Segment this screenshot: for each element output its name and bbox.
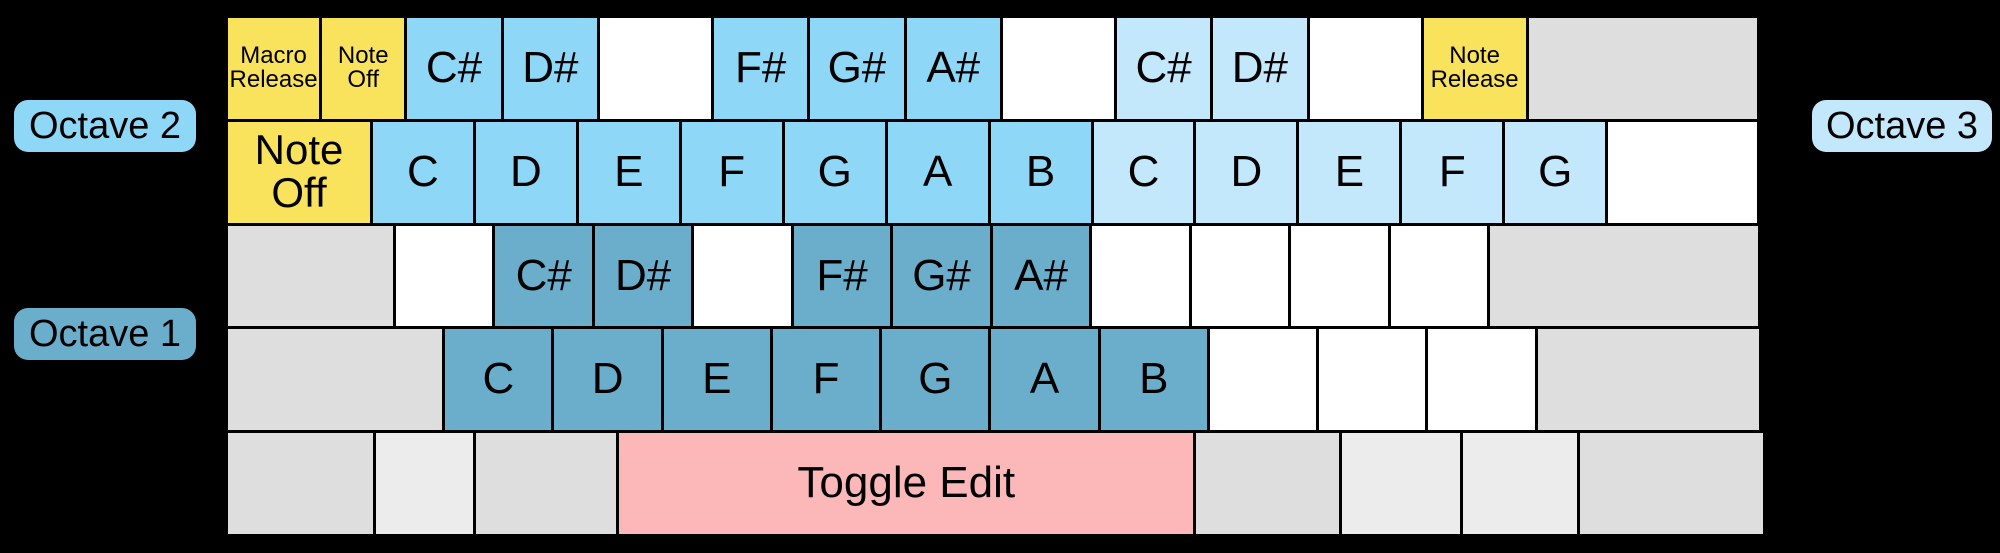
key-gsharp[interactable]: G# bbox=[891, 223, 992, 329]
key-macro-release[interactable]: Macro Release bbox=[226, 16, 322, 121]
key-toggle-edit[interactable]: Toggle Edit bbox=[617, 431, 1196, 536]
key-note-release[interactable]: Note Release bbox=[1421, 16, 1528, 121]
key-blank-2-9[interactable] bbox=[1189, 223, 1291, 329]
keyboard-row-home-row: C#D# F#G#A# bbox=[226, 223, 1773, 329]
key-blank-4-7[interactable] bbox=[1578, 431, 1765, 536]
key-g[interactable]: G bbox=[1503, 119, 1608, 225]
key-g[interactable]: G bbox=[880, 327, 991, 433]
key-blank-2-12[interactable] bbox=[1488, 223, 1760, 329]
key-blank-4-4[interactable] bbox=[1194, 431, 1341, 536]
octave-1-badge: Octave 1 bbox=[14, 308, 196, 360]
key-a[interactable]: A bbox=[989, 327, 1100, 433]
key-blank-4-5[interactable] bbox=[1339, 431, 1463, 536]
key-blank-2-0[interactable] bbox=[226, 223, 395, 329]
key-dsharp[interactable]: D# bbox=[501, 16, 599, 121]
octave-3-badge: Octave 3 bbox=[1812, 100, 1992, 152]
key-blank-2-4[interactable] bbox=[692, 223, 793, 329]
key-csharp[interactable]: C# bbox=[1114, 16, 1213, 121]
key-asharp[interactable]: A# bbox=[904, 16, 1002, 121]
key-blank-0-4[interactable] bbox=[597, 16, 713, 121]
key-note-off[interactable]: Note Off bbox=[320, 16, 407, 121]
key-blank-3-11[interactable] bbox=[1535, 327, 1761, 433]
key-csharp[interactable]: C# bbox=[405, 16, 503, 121]
key-csharp[interactable]: C# bbox=[493, 223, 594, 329]
key-f[interactable]: F bbox=[770, 327, 882, 433]
key-blank-2-10[interactable] bbox=[1289, 223, 1390, 329]
key-b[interactable]: B bbox=[1098, 327, 1209, 433]
key-blank-4-6[interactable] bbox=[1461, 431, 1580, 536]
key-d[interactable]: D bbox=[552, 327, 663, 433]
key-blank-2-1[interactable] bbox=[393, 223, 495, 329]
key-dsharp[interactable]: D# bbox=[592, 223, 694, 329]
key-blank-3-10[interactable] bbox=[1426, 327, 1537, 433]
key-gsharp[interactable]: G# bbox=[808, 16, 906, 121]
key-blank-4-1[interactable] bbox=[373, 431, 476, 536]
key-dsharp[interactable]: D# bbox=[1211, 16, 1309, 121]
key-asharp[interactable]: A# bbox=[990, 223, 1092, 329]
key-d[interactable]: D bbox=[1194, 119, 1299, 225]
key-blank-1-13[interactable] bbox=[1606, 119, 1759, 225]
key-c[interactable]: C bbox=[443, 327, 554, 433]
key-e[interactable]: E bbox=[576, 119, 681, 225]
key-g[interactable]: G bbox=[782, 119, 887, 225]
key-blank-3-8[interactable] bbox=[1207, 327, 1319, 433]
key-f[interactable]: F bbox=[1400, 119, 1505, 225]
key-blank-3-0[interactable] bbox=[226, 327, 445, 433]
key-blank-2-11[interactable] bbox=[1388, 223, 1490, 329]
key-blank-0-13[interactable] bbox=[1526, 16, 1759, 121]
key-c[interactable]: C bbox=[1091, 119, 1196, 225]
key-blank-3-9[interactable] bbox=[1317, 327, 1428, 433]
key-fsharp[interactable]: F# bbox=[711, 16, 810, 121]
key-f[interactable]: F bbox=[679, 119, 784, 225]
key-e[interactable]: E bbox=[1297, 119, 1402, 225]
key-blank-4-0[interactable] bbox=[226, 431, 375, 536]
key-a[interactable]: A bbox=[885, 119, 990, 225]
key-fsharp[interactable]: F# bbox=[791, 223, 893, 329]
keyboard-row-space-row: Toggle Edit bbox=[226, 431, 1773, 536]
key-blank-0-8[interactable] bbox=[1000, 16, 1116, 121]
key-blank-4-2[interactable] bbox=[474, 431, 619, 536]
key-blank-2-8[interactable] bbox=[1090, 223, 1191, 329]
key-e[interactable]: E bbox=[661, 327, 772, 433]
key-d[interactable]: D bbox=[473, 119, 578, 225]
key-blank-0-11[interactable] bbox=[1307, 16, 1423, 121]
octave-2-badge: Octave 2 bbox=[14, 100, 196, 152]
key-c[interactable]: C bbox=[370, 119, 475, 225]
key-b[interactable]: B bbox=[988, 119, 1093, 225]
key-note-off[interactable]: Note Off bbox=[226, 119, 372, 225]
